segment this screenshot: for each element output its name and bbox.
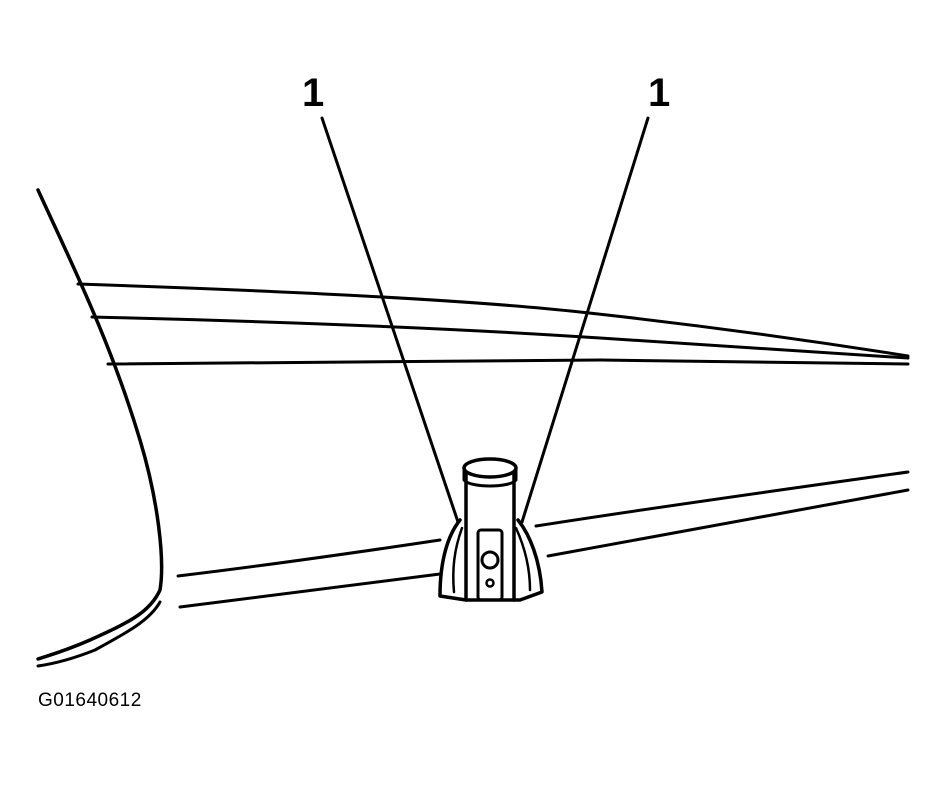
leader-line-right [520, 116, 650, 524]
clip-left-flange [452, 526, 464, 594]
clip-hole-lower [485, 578, 495, 588]
clip-stem [464, 472, 516, 602]
pillar-outer-edge [36, 188, 164, 661]
leader-line-left [320, 116, 460, 524]
upper-trim-line-2 [90, 315, 910, 360]
clip-window [476, 528, 504, 602]
clip-right-flange [514, 526, 532, 592]
callout-label-left: 1 [302, 71, 324, 115]
retainer-clip [438, 457, 544, 602]
clip-cap-top [462, 457, 518, 479]
clip-cap-rim [462, 468, 518, 488]
lower-molding-right-bottom [546, 488, 910, 558]
lower-molding-right-top [534, 470, 910, 528]
upper-trim-line-3 [106, 358, 910, 366]
upper-trim-line-1 [76, 282, 910, 358]
pillar-inner-edge [36, 600, 162, 668]
figure-id: G01640612 [38, 690, 142, 711]
callout-label-right: 1 [648, 71, 670, 115]
lower-molding-left-bottom [178, 572, 442, 609]
lower-molding-left-top [176, 538, 442, 578]
clip-hole-upper [480, 550, 500, 570]
